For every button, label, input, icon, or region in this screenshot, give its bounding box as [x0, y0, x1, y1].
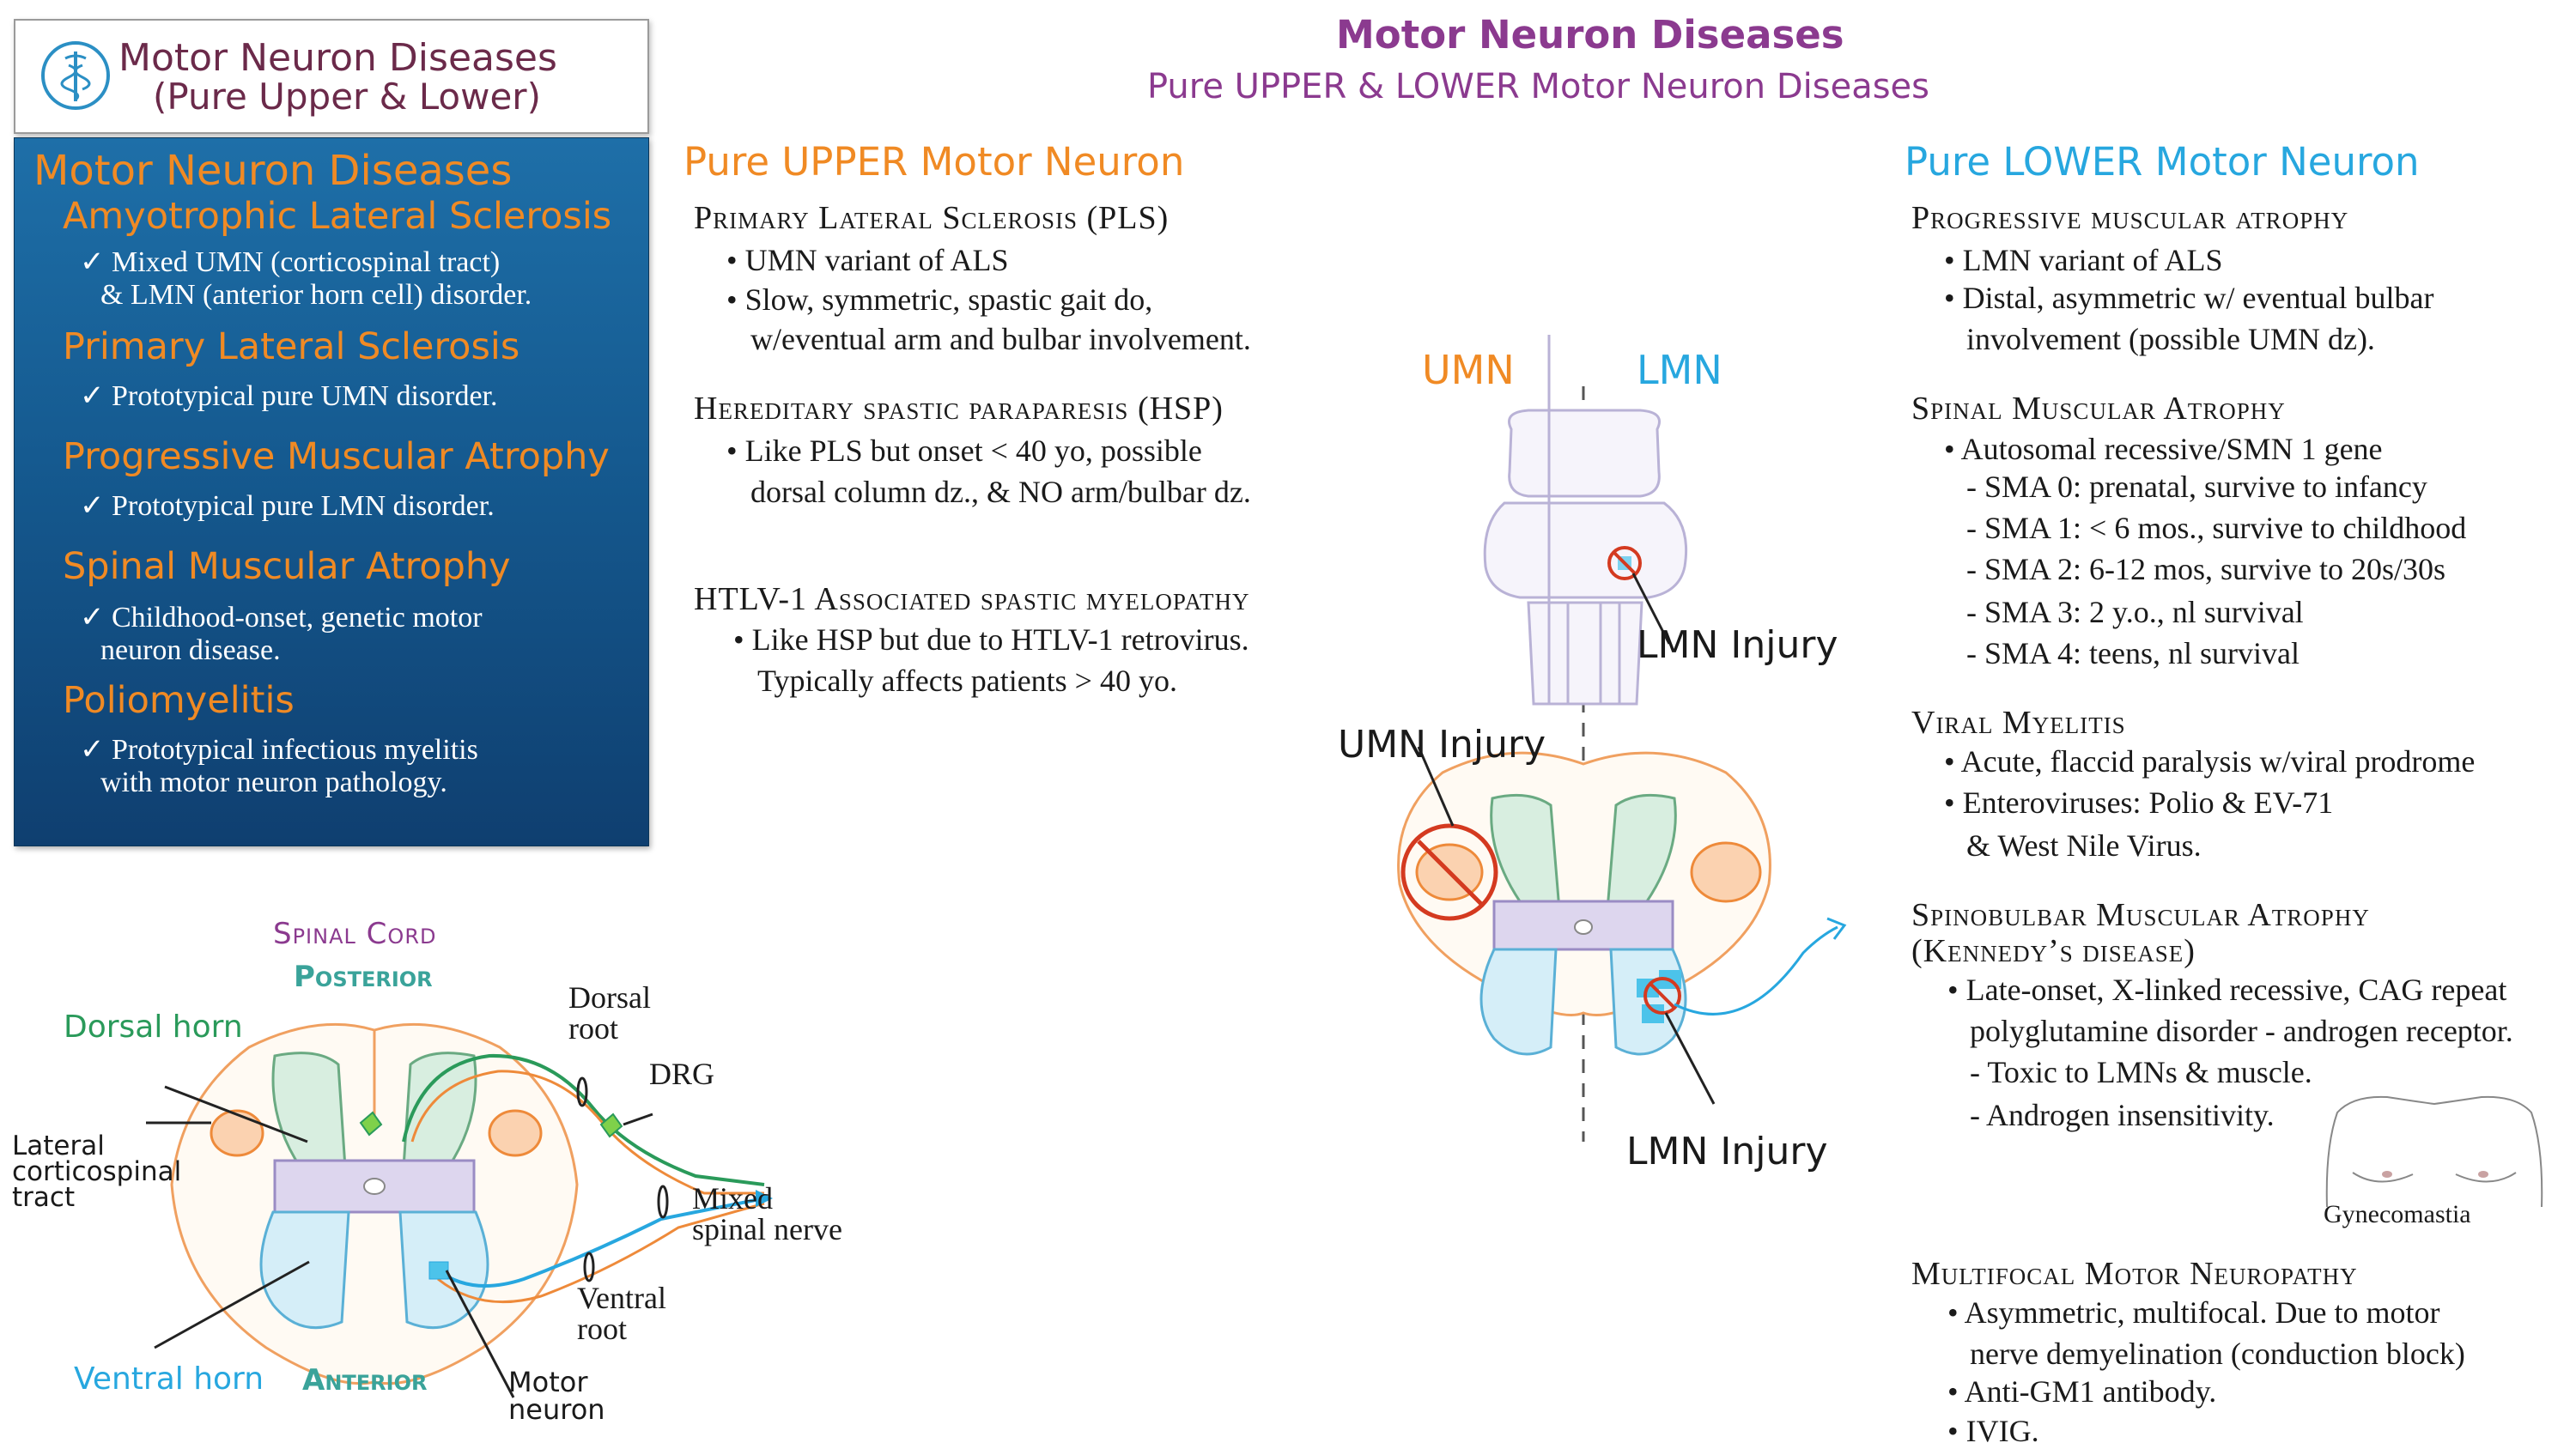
lateral-cst-line: Lateral: [12, 1131, 105, 1161]
page-subtitle: Pure UPPER & LOWER Motor Neuron Diseases: [1147, 67, 1929, 106]
pma-line: • LMN variant of ALS: [1944, 243, 2223, 277]
anterior-label: Anterior: [302, 1363, 428, 1397]
mixed-nerve-line: spinal nerve: [692, 1212, 842, 1246]
sidebar-line: ✓ Prototypical infectious myelitis: [80, 734, 478, 766]
pma-line: involvement (possible UMN dz).: [1966, 322, 2375, 356]
lower-heading: Pure LOWER Motor Neuron: [1905, 139, 2420, 185]
brainstem-illustration: [1483, 335, 1688, 706]
sidebar-title: Motor Neuron Diseases: [33, 147, 513, 195]
page-title: Motor Neuron Diseases: [1336, 12, 1844, 58]
sma-line: - SMA 1: < 6 mos., survive to childhood: [1966, 511, 2467, 545]
sidebar-heading-pls: Primary Lateral Sclerosis: [63, 325, 520, 368]
sidebar-heading-als: Amyotrophic Lateral Sclerosis: [63, 195, 612, 238]
gynecomastia-illustration: [2325, 1095, 2543, 1208]
pma-line: • Distal, asymmetric w/ eventual bulbar: [1944, 281, 2434, 315]
htlv-line: Typically affects patients > 40 yo.: [757, 664, 1177, 698]
drg-label: DRG: [649, 1057, 715, 1091]
umn-label: UMN: [1422, 347, 1515, 393]
sma-line: - SMA 2: 6-12 mos, survive to 20s/30s: [1966, 552, 2446, 586]
sidebar-heading-polio: Poliomyelitis: [63, 679, 295, 722]
viral-line: • Enteroviruses: Polio & EV-71: [1944, 785, 2334, 820]
ventral-root-label: Ventral root: [577, 1282, 666, 1344]
center-diagram: [1397, 335, 1847, 1142]
sma-line: - SMA 0: prenatal, survive to infancy: [1966, 470, 2427, 504]
ventral-root-line: Ventral: [577, 1281, 666, 1315]
title-box: Motor Neuron Diseases (Pure Upper & Lowe…: [14, 19, 649, 134]
sma-line: • Autosomal recessive/SMN 1 gene: [1944, 432, 2383, 466]
lateral-cst-line: corticospinal: [12, 1156, 182, 1187]
caduceus-icon: [41, 41, 110, 110]
ventral-horn-label: Ventral horn: [74, 1361, 264, 1397]
sidebar-heading-pma: Progressive Muscular Atrophy: [63, 435, 610, 478]
motor-neuron-label: Motor neuron: [508, 1368, 605, 1423]
gynecomastia-label: Gynecomastia: [2324, 1200, 2471, 1228]
sidebar-line: neuron disease.: [100, 634, 281, 666]
sbma-line: - Toxic to LMNs & muscle.: [1970, 1055, 2312, 1089]
dorsal-horn-label: Dorsal horn: [64, 1009, 243, 1045]
header-box-title: Motor Neuron Diseases: [118, 36, 557, 80]
sbma-line: • Late-onset, X-linked recessive, CAG re…: [1947, 973, 2507, 1007]
umn-injury-label: UMN Injury: [1338, 723, 1546, 767]
lmn-injury-bottom-label: LMN Injury: [1626, 1130, 1828, 1173]
htlv-title: HTLV-1 Associated spastic myelopathy: [694, 581, 1250, 617]
dorsal-root-label: Dorsal root: [568, 982, 651, 1044]
sidebar-line: ✓ Prototypical pure LMN disorder.: [80, 490, 495, 522]
sma-line: - SMA 3: 2 y.o., nl survival: [1966, 595, 2304, 629]
sidebar-line: & LMN (anterior horn cell) disorder.: [100, 279, 532, 311]
motor-neuron-line: neuron: [508, 1393, 605, 1426]
mixed-nerve-label: Mixed spinal nerve: [692, 1183, 842, 1245]
header-box-subtitle: (Pure Upper & Lower): [153, 76, 541, 118]
sbma-title: Spinobulbar Muscular Atrophy: [1911, 897, 2370, 933]
viral-line: & West Nile Virus.: [1966, 828, 2202, 863]
pma-title: Progressive muscular atrophy: [1911, 200, 2349, 236]
pls-line: • UMN variant of ALS: [726, 243, 1009, 277]
mmn-line: nerve demyelination (conduction block): [1970, 1337, 2465, 1371]
sidebar-line: ✓ Prototypical pure UMN disorder.: [80, 380, 498, 412]
pls-line: • Slow, symmetric, spastic gait do,: [726, 282, 1153, 317]
htlv-line: • Like HSP but due to HTLV-1 retrovirus.: [733, 622, 1249, 657]
lmn-label: LMN: [1637, 347, 1722, 393]
spinal-cord-diagram: [146, 1022, 773, 1398]
sbma-line: polyglutamine disorder - androgen recept…: [1970, 1014, 2513, 1048]
mmn-line: • IVIG.: [1947, 1414, 2039, 1448]
sma-line: - SMA 4: teens, nl survival: [1966, 636, 2300, 670]
mmn-line: • Asymmetric, multifocal. Due to motor: [1947, 1295, 2440, 1330]
hsp-title: Hereditary spastic paraparesis (HSP): [694, 391, 1224, 427]
sidebar-line: ✓ Childhood-onset, genetic motor: [80, 602, 483, 634]
motor-neuron-line: Motor: [508, 1366, 588, 1398]
sbma-title2: (Kennedy’s disease): [1911, 933, 2196, 969]
sidebar-panel: Motor Neuron Diseases Amyotrophic Latera…: [14, 137, 649, 846]
mmn-title: Multifocal Motor Neuropathy: [1911, 1256, 2358, 1292]
ventral-root-line: root: [577, 1312, 627, 1346]
posterior-label: Posterior: [294, 960, 433, 994]
hsp-line: dorsal column dz., & NO arm/bulbar dz.: [750, 475, 1251, 509]
lateral-cst-label: Lateral corticospinal tract: [12, 1131, 182, 1213]
upper-heading: Pure UPPER Motor Neuron: [683, 139, 1185, 185]
sma-title: Spinal Muscular Atrophy: [1911, 391, 2286, 427]
lateral-cst-line: tract: [12, 1182, 76, 1213]
viral-line: • Acute, flaccid paralysis w/viral prodr…: [1944, 744, 2476, 779]
pls-title: Primary Lateral Sclerosis (PLS): [694, 200, 1170, 236]
lmn-injury-top-label: LMN Injury: [1637, 623, 1838, 667]
mmn-line: • Anti-GM1 antibody.: [1947, 1374, 2217, 1409]
mixed-nerve-line: Mixed: [692, 1181, 773, 1216]
sidebar-heading-sma: Spinal Muscular Atrophy: [63, 545, 511, 588]
sidebar-line: ✓ Mixed UMN (corticospinal tract): [80, 246, 501, 278]
hsp-line: • Like PLS but onset < 40 yo, possible: [726, 433, 1202, 468]
dorsal-root-line: Dorsal: [568, 980, 651, 1015]
dorsal-root-line: root: [568, 1011, 618, 1046]
sbma-line: - Androgen insensitivity.: [1970, 1098, 2275, 1132]
sidebar-line: with motor neuron pathology.: [100, 767, 447, 798]
pls-line: w/eventual arm and bulbar involvement.: [750, 322, 1251, 356]
viral-title: Viral Myelitis: [1911, 705, 2126, 741]
spinal-cord-label: Spinal Cord: [273, 917, 437, 951]
spinal-cord-cross-section: [1397, 751, 1771, 1056]
